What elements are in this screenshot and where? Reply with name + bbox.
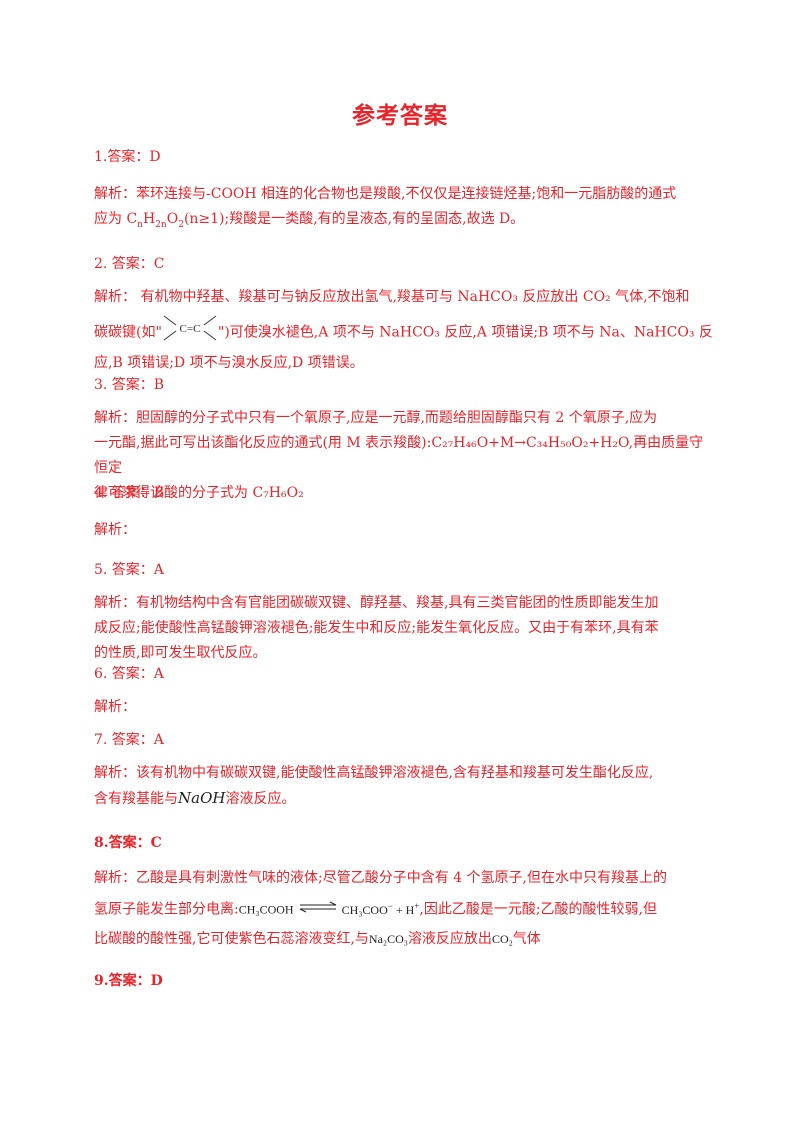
q5-answer: 5. 答案：A	[94, 562, 164, 578]
q4-explanation: 解析：	[94, 522, 136, 538]
naoh-formula: NaOH	[178, 789, 226, 807]
q1-answer: 1.答案：D	[94, 149, 161, 165]
acetic-acid-formula: CH₃COOH	[238, 902, 294, 917]
equilibrium-arrow-icon	[298, 897, 338, 922]
q9-answer: 9.答案：D	[94, 973, 163, 989]
q6-explanation: 解析：	[94, 699, 136, 715]
page-title: 参考答案	[352, 102, 448, 129]
svg-text:C=C: C=C	[179, 323, 200, 335]
q3-explanation: 解析：胆固醇的分子式中只有一个氧原子,应是一元醇,而题给胆固醇酯只有 2 个氧原…	[94, 410, 704, 501]
sodium-carbonate-formula: Na₂CO₃	[368, 931, 408, 946]
q5-explanation: 解析：有机物结构中含有官能团碳碳双键、醇羟基、羧基,具有三类官能团的性质即能发生…	[94, 595, 659, 661]
q8-explanation: 解析：乙酸是具有刺激性气味的液体;尽管乙酸分子中含有 4 个氢原子,但在水中只有…	[94, 870, 667, 947]
q7-answer: 7. 答案：A	[94, 732, 164, 748]
q3-answer: 3. 答案：B	[94, 377, 165, 393]
q7-explanation: 解析：该有机物中有碳碳双键,能使酸性高锰酸钾溶液褪色,含有羟基和羧基可发生酯化反…	[94, 765, 654, 807]
alkene-structure-icon: C=C	[162, 314, 218, 351]
q2-explanation: 解析： 有机物中羟基、羧基可与钠反应放出氢气,羧基可与 NaHCO₃ 反应放出 …	[94, 289, 713, 371]
ion-products: CH₃COO− + H+	[341, 900, 420, 917]
q6-answer: 6. 答案：A	[94, 666, 164, 682]
q1-explanation: 解析：苯环连接与-COOH 相连的化合物也是羧酸,不仅仅是连接链烃基;饱和一元脂…	[94, 186, 677, 230]
carbon-dioxide-formula: CO₂	[491, 931, 513, 946]
q4-answer: 4. 答案：B	[94, 485, 165, 501]
q2-answer: 2. 答案：C	[94, 256, 165, 272]
q8-answer: 8.答案：C	[94, 835, 162, 851]
